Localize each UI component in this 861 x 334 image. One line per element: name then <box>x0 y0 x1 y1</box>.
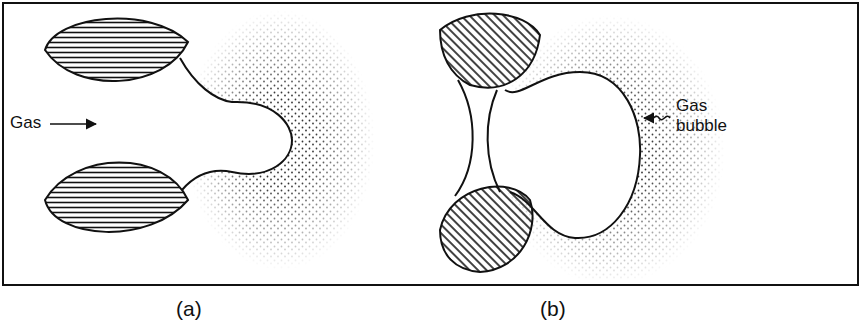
grain <box>440 187 533 272</box>
bubble-arrow <box>644 116 670 119</box>
panel-b <box>440 14 725 280</box>
panel-a <box>45 10 375 280</box>
phase-label: Gas <box>10 113 48 133</box>
grain <box>45 19 188 81</box>
liquid-neck <box>488 90 500 192</box>
grain <box>45 163 188 232</box>
grain <box>440 14 540 88</box>
phase-label: Gas bubble <box>676 96 742 137</box>
panel-label: (b) <box>540 296 600 321</box>
meniscus <box>180 58 292 190</box>
panel-label: (a) <box>176 296 236 321</box>
gas-arrow <box>50 123 96 125</box>
frame <box>3 3 858 285</box>
liquid-neck <box>455 80 473 196</box>
